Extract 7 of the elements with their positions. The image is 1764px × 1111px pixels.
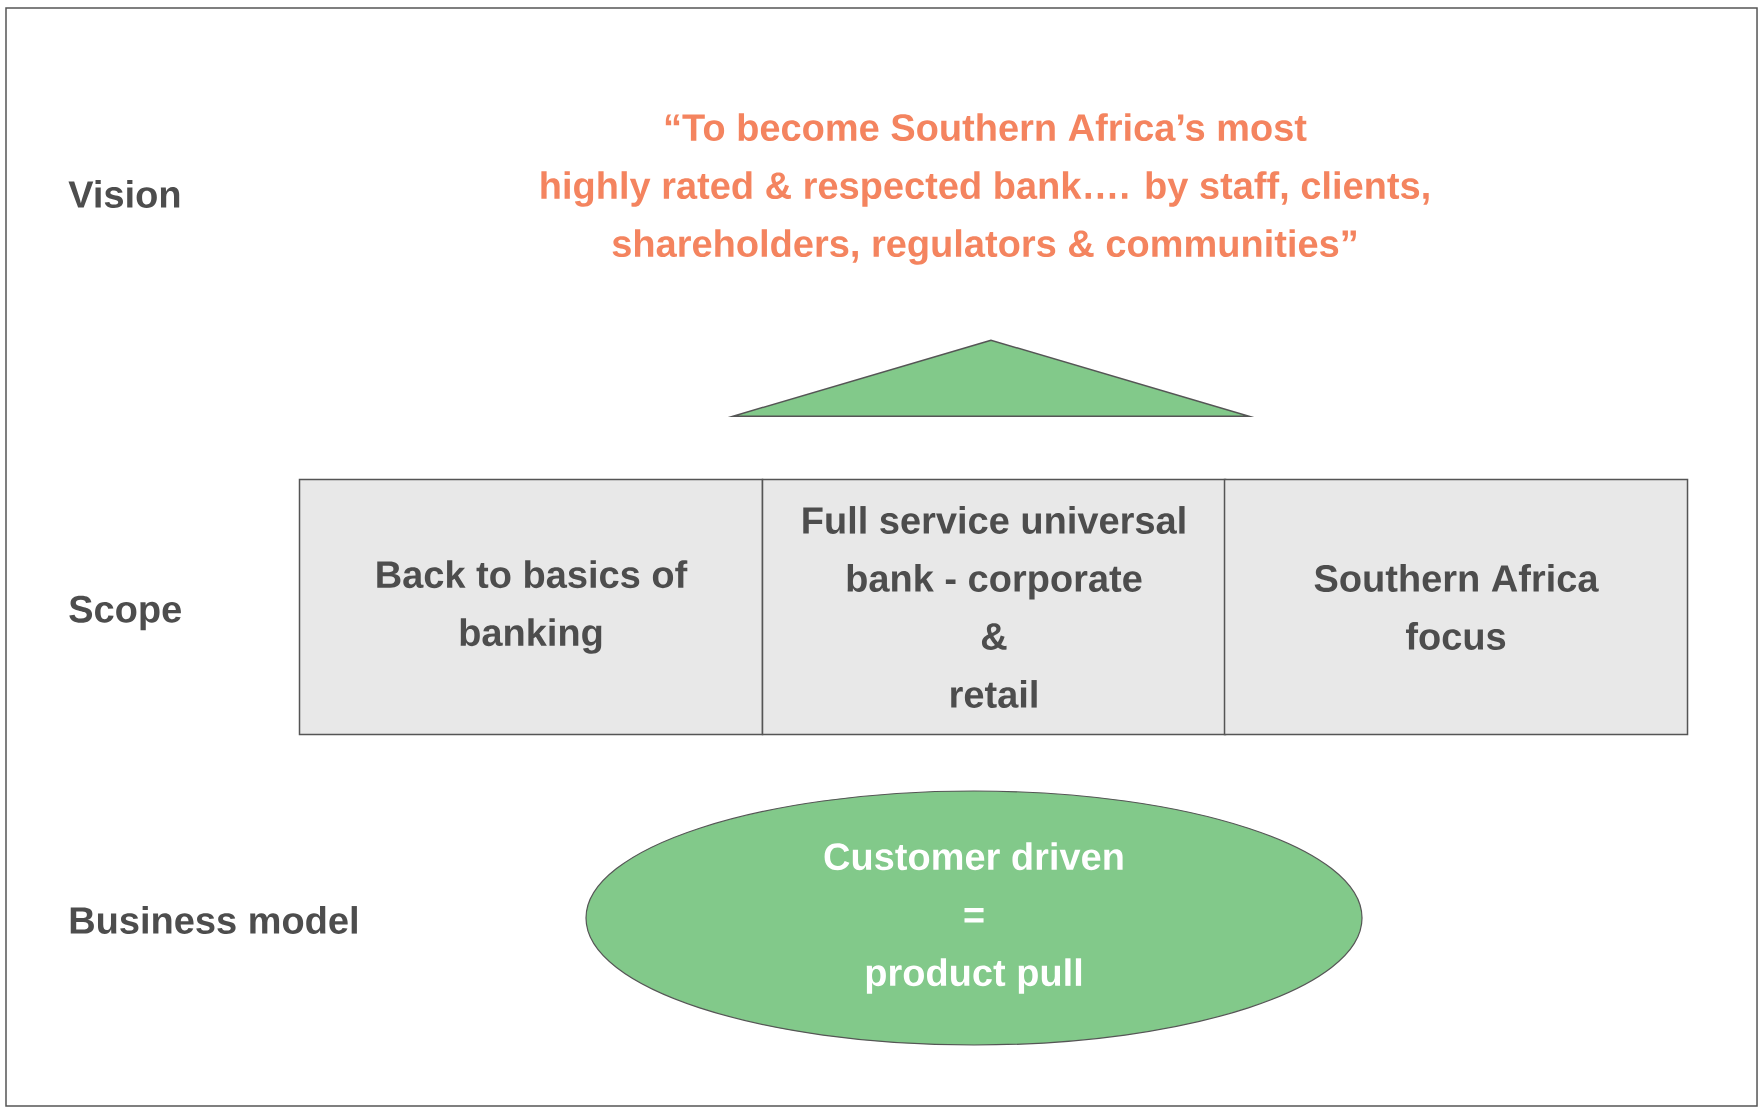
scope-box: Back to basics of banking — [298, 478, 764, 736]
row-label: Scope — [69, 595, 181, 631]
vision-quote: “To become Southern Africa’s most highly rated & respected bank…. by staff, clients, shareholders, regulators & communities” — [541, 113, 1429, 265]
row-label: Vision — [68, 180, 180, 208]
scope-box: Southern Africa focus — [1223, 478, 1689, 736]
row-label: Business model — [70, 906, 357, 934]
scope-box: Full service universal bank - corporate & retail — [761, 478, 1227, 736]
